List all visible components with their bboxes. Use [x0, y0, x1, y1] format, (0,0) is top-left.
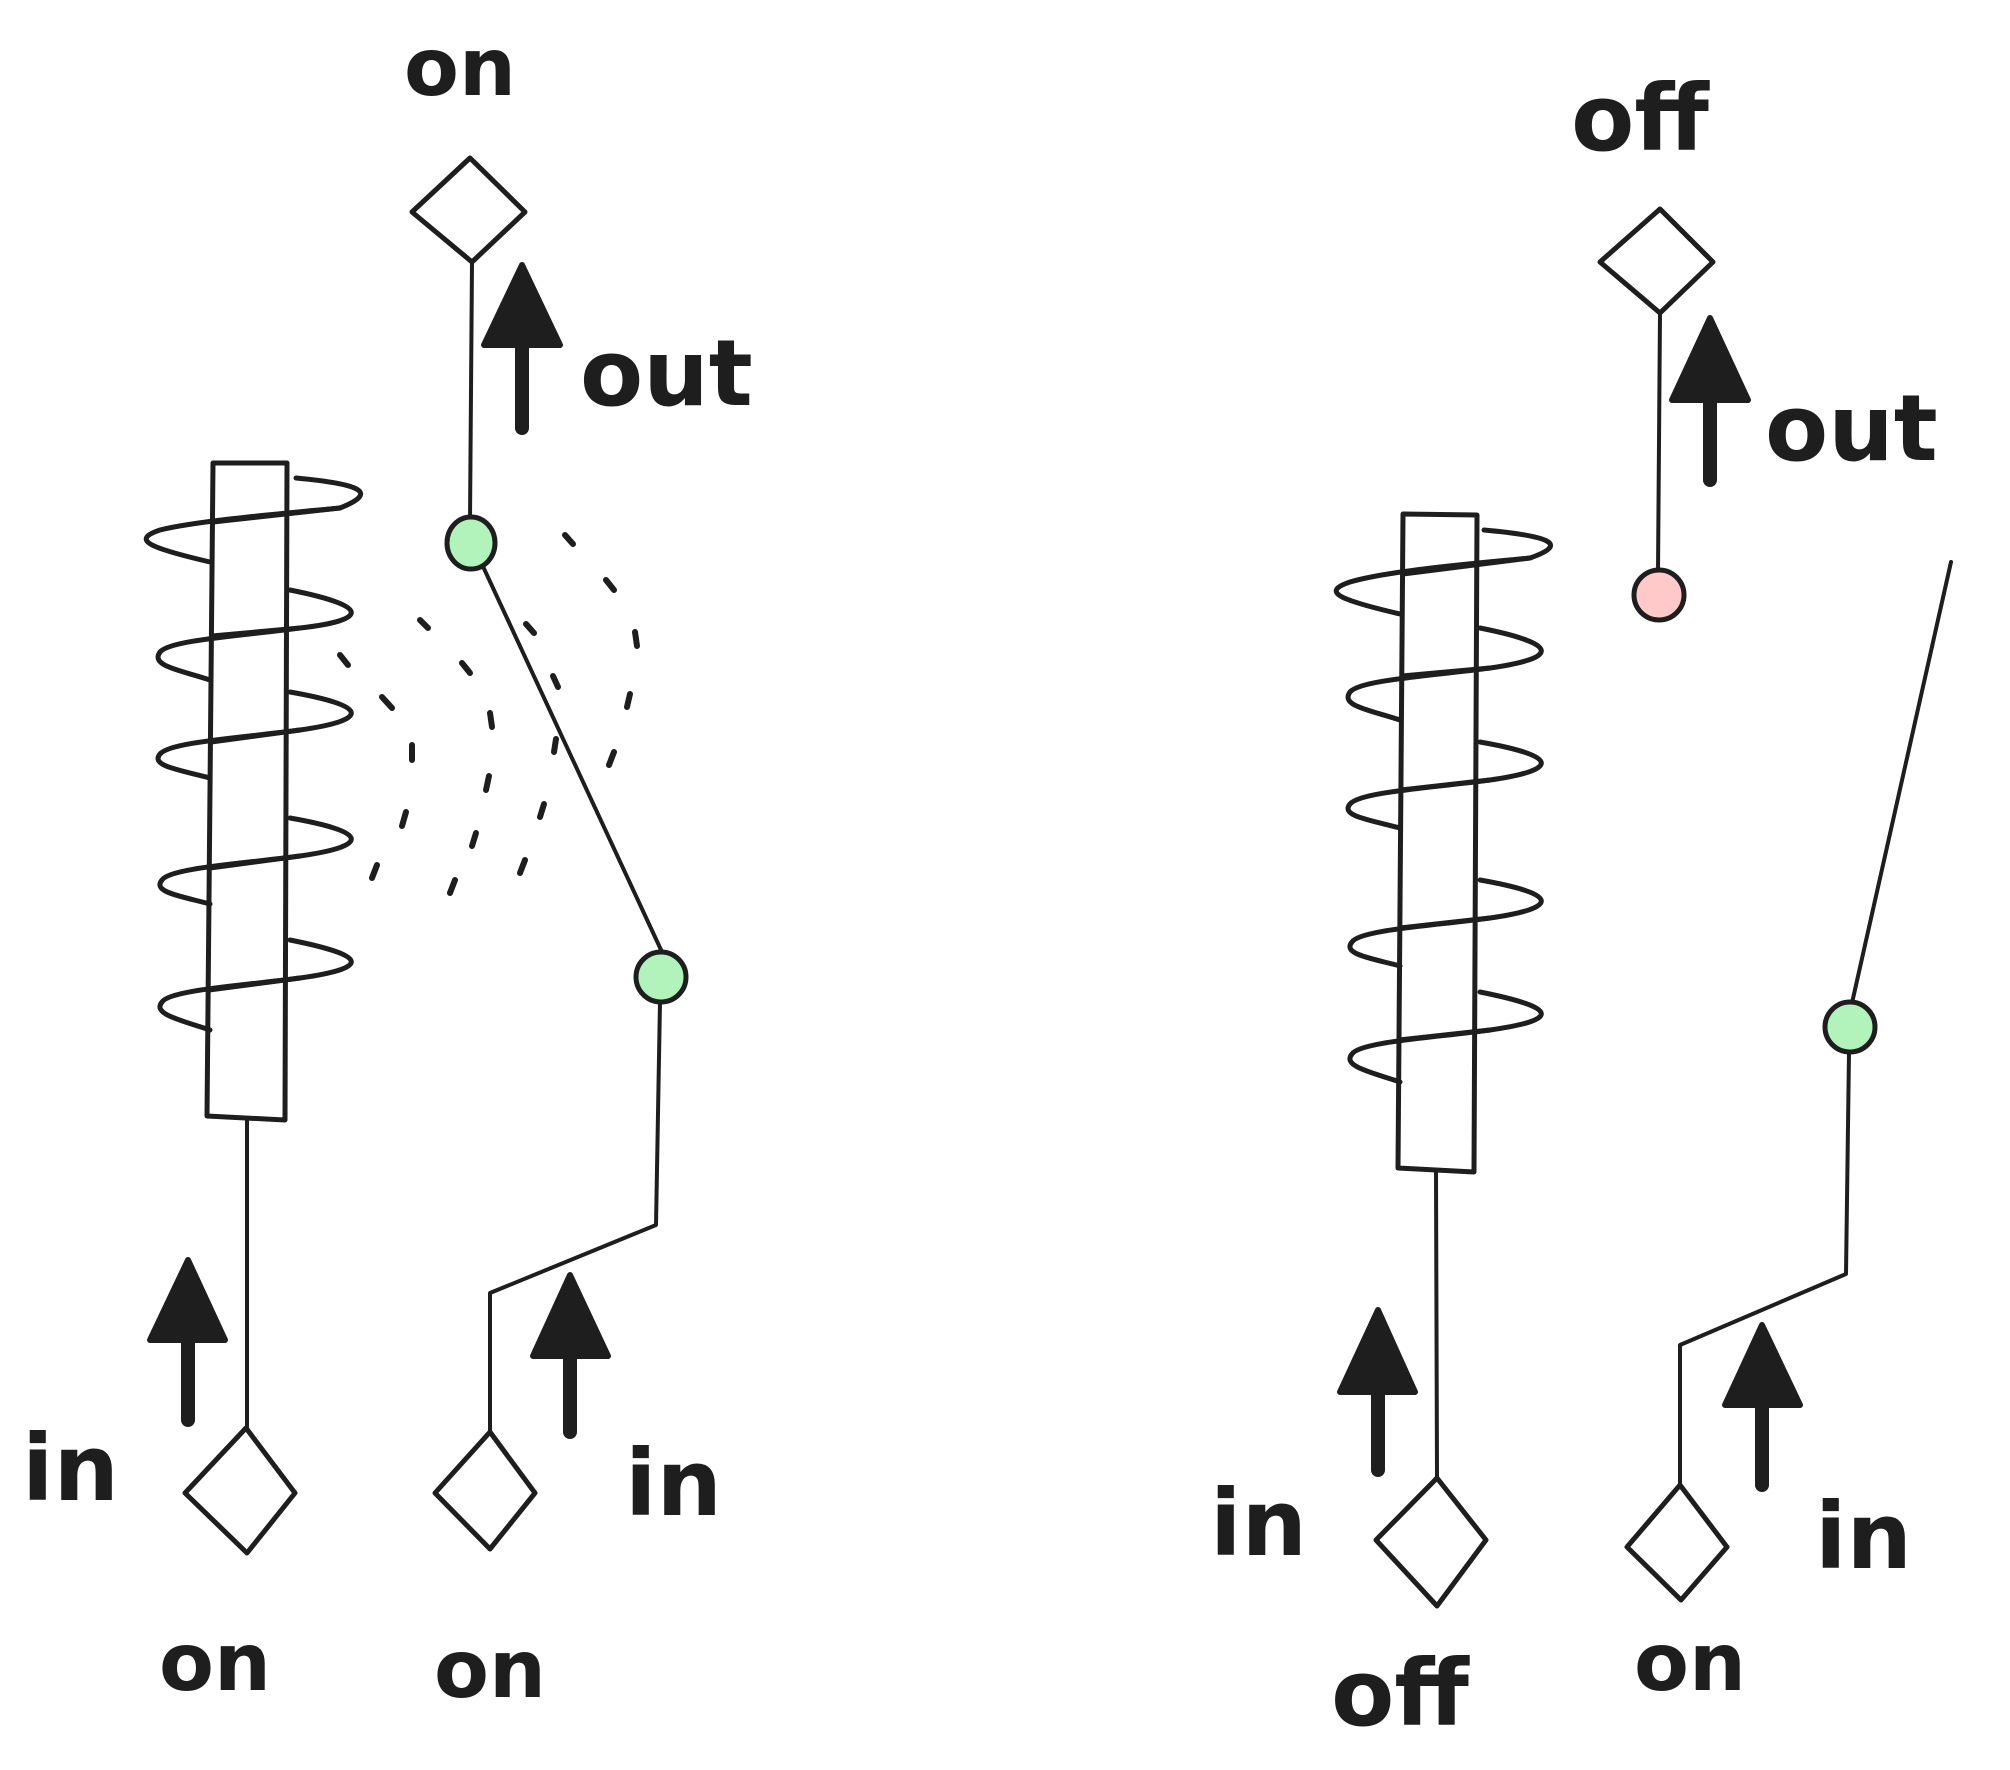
coil: [1333, 527, 1554, 1085]
coil-front-strokes: [206, 505, 343, 993]
switch-input-state-label: on: [434, 1623, 546, 1716]
switch-contact-top: [444, 514, 498, 572]
switch-input-state-label: on: [1634, 1616, 1746, 1709]
output-wire: [468, 260, 474, 522]
output-wire: [1656, 311, 1662, 574]
switch-input-arrow-icon: [530, 1272, 611, 1439]
output-terminal: [1597, 206, 1716, 316]
switch-arm: [478, 558, 664, 954]
switch-input-terminal: [432, 1429, 538, 1552]
coil-input-arrow-icon: [1337, 1307, 1418, 1477]
coil-input-direction-label: in: [1210, 1470, 1307, 1577]
switch-input-wire: [1678, 1050, 1851, 1487]
output-arrow-icon: [481, 262, 563, 435]
switch-contact-bottom: [633, 949, 689, 1005]
coil-front-strokes: [1396, 555, 1533, 1043]
output-direction-label: out: [580, 320, 753, 427]
coil-input-state-label: on: [159, 1616, 271, 1709]
switch-input-wire: [488, 1000, 662, 1434]
switch-input-direction-label: in: [625, 1430, 722, 1537]
iron-core: [1395, 511, 1480, 1175]
coil: [143, 475, 364, 1033]
switch-arm: [1850, 560, 1953, 1005]
coil-input-arrow-icon: [147, 1257, 228, 1427]
switch-input-arrow-icon: [1722, 1322, 1803, 1492]
coil-input-wire: [1434, 1170, 1439, 1480]
coil-input-terminal: [1373, 1475, 1489, 1609]
switch-contact-bottom: [1822, 999, 1878, 1055]
switch-contact-top: [1631, 567, 1687, 623]
switch-input-terminal: [1624, 1482, 1730, 1603]
output-state-label: on: [404, 21, 516, 114]
output-terminal: [409, 155, 528, 265]
iron-core: [204, 460, 290, 1123]
magnetic-field-lines: [337, 532, 640, 896]
relay-energized: on out: [22, 21, 753, 1716]
coil-input-state-label: off: [1331, 1640, 1470, 1747]
output-direction-label: out: [1765, 375, 1938, 482]
output-state-label: off: [1571, 65, 1710, 172]
switch-input-direction-label: in: [1815, 1483, 1912, 1590]
output-arrow-icon: [1669, 315, 1751, 487]
relay-deenergized: off out in in: [1210, 65, 1953, 1747]
coil-input-terminal: [182, 1425, 298, 1556]
coil-input-direction-label: in: [22, 1415, 119, 1522]
